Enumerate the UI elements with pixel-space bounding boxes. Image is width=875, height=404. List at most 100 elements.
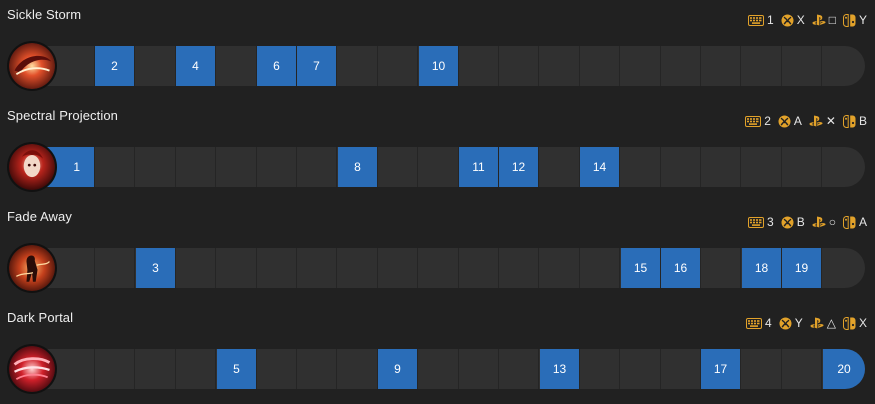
xbox-keybind: X <box>781 13 805 27</box>
xbox-keybind: Y <box>779 316 803 330</box>
combo-slot-empty <box>419 147 459 187</box>
combo-slot-empty <box>10 248 95 288</box>
keyboard-keybind: 2 <box>745 114 771 128</box>
dark-portal-icon[interactable] <box>7 344 57 394</box>
combo-slot-empty <box>419 349 459 389</box>
keyboard-icon <box>745 115 762 127</box>
playstation-keybind: ○ <box>812 215 836 229</box>
combo-slot-empty <box>419 248 459 288</box>
playstation-icon <box>812 216 826 228</box>
combo-slot-empty <box>257 147 297 187</box>
combo-slot-empty <box>338 46 378 86</box>
combo-slot-empty <box>95 147 135 187</box>
playstation-icon <box>810 317 824 329</box>
combo-step-12: 12 <box>499 147 539 187</box>
ability-name: Spectral Projection <box>7 108 119 123</box>
combo-step-18: 18 <box>742 248 782 288</box>
combo-slot-empty <box>378 46 418 86</box>
combo-slot-empty <box>297 248 337 288</box>
combo-slot-empty <box>742 147 782 187</box>
combo-slot-empty <box>217 46 257 86</box>
nintendo-switch-icon <box>842 316 856 330</box>
combo-slot-empty <box>499 46 539 86</box>
combo-slot-empty <box>661 147 701 187</box>
combo-slot-empty <box>823 248 865 288</box>
combo-slot-empty <box>782 349 822 389</box>
switch-key: X <box>858 316 867 330</box>
combo-slot-empty <box>257 248 297 288</box>
combo-slot-empty <box>378 147 418 187</box>
keyboard-icon <box>748 14 765 26</box>
keyboard-key: 2 <box>764 114 771 128</box>
combo-step-15: 15 <box>621 248 661 288</box>
combo-slot-empty <box>701 248 741 288</box>
combo-slot-empty <box>621 349 661 389</box>
combo-slot-empty <box>136 349 176 389</box>
combo-slot-empty <box>540 147 580 187</box>
combo-step-16: 16 <box>661 248 701 288</box>
combo-slot-empty <box>297 147 337 187</box>
switch-key: A <box>858 215 867 229</box>
combo-slot-empty <box>580 349 620 389</box>
playstation-keybind: ✕ <box>809 114 836 128</box>
combo-slot-empty <box>621 46 661 86</box>
switch-key: Y <box>858 13 867 27</box>
combo-slot-empty <box>176 349 216 389</box>
sickle-storm-icon[interactable] <box>7 41 57 91</box>
switch-keybind: B <box>842 114 867 128</box>
playstation-keybind: △ <box>810 316 836 330</box>
combo-slot-empty <box>136 147 176 187</box>
combo-step-2: 2 <box>95 46 135 86</box>
combo-slot-empty <box>459 349 499 389</box>
keyboard-keybind: 3 <box>748 215 774 229</box>
combo-step-14: 14 <box>580 147 620 187</box>
combo-slot-empty <box>459 46 499 86</box>
combo-slot-empty <box>661 46 701 86</box>
combo-slot-empty <box>338 248 378 288</box>
combo-step-3: 3 <box>136 248 176 288</box>
switch-key: B <box>858 114 867 128</box>
nintendo-switch-icon <box>842 215 856 229</box>
combo-step-11: 11 <box>459 147 499 187</box>
switch-keybind: A <box>842 215 867 229</box>
xbox-icon <box>779 317 792 329</box>
keyboard-key: 4 <box>765 316 772 330</box>
combo-step-13: 13 <box>540 349 580 389</box>
combo-slot-empty <box>297 349 337 389</box>
keybinds: 2 A ✕ B <box>745 114 867 128</box>
combo-slot-empty <box>701 46 741 86</box>
playstation-keybind: □ <box>812 13 836 27</box>
xbox-icon <box>781 14 794 26</box>
combo-slot-empty <box>10 349 95 389</box>
combo-step-4: 4 <box>176 46 216 86</box>
keyboard-key: 1 <box>767 13 774 27</box>
combo-slot-empty <box>540 46 580 86</box>
combo-slot-empty <box>661 349 701 389</box>
combo-slot-empty <box>95 349 135 389</box>
combo-slot-empty <box>782 147 822 187</box>
combo-slot-empty <box>701 147 741 187</box>
keyboard-icon <box>748 216 765 228</box>
combo-slot-empty <box>621 147 661 187</box>
combo-slot-empty <box>176 147 216 187</box>
xbox-key: A <box>793 114 802 128</box>
combo-slot-empty <box>499 248 539 288</box>
spectral-projection-icon[interactable] <box>7 142 57 192</box>
combo-slot-empty <box>378 248 418 288</box>
combo-step-8: 8 <box>338 147 378 187</box>
combo-slot-empty <box>338 349 378 389</box>
xbox-icon <box>781 216 794 228</box>
combo-step-7: 7 <box>297 46 337 86</box>
xbox-key: B <box>796 215 805 229</box>
fade-away-icon[interactable] <box>7 243 57 293</box>
xbox-keybind: B <box>781 215 805 229</box>
ability-name: Sickle Storm <box>7 7 82 22</box>
playstation-key: □ <box>828 13 836 27</box>
keybinds: 1 X □ Y <box>748 13 867 27</box>
xbox-key: Y <box>794 316 803 330</box>
